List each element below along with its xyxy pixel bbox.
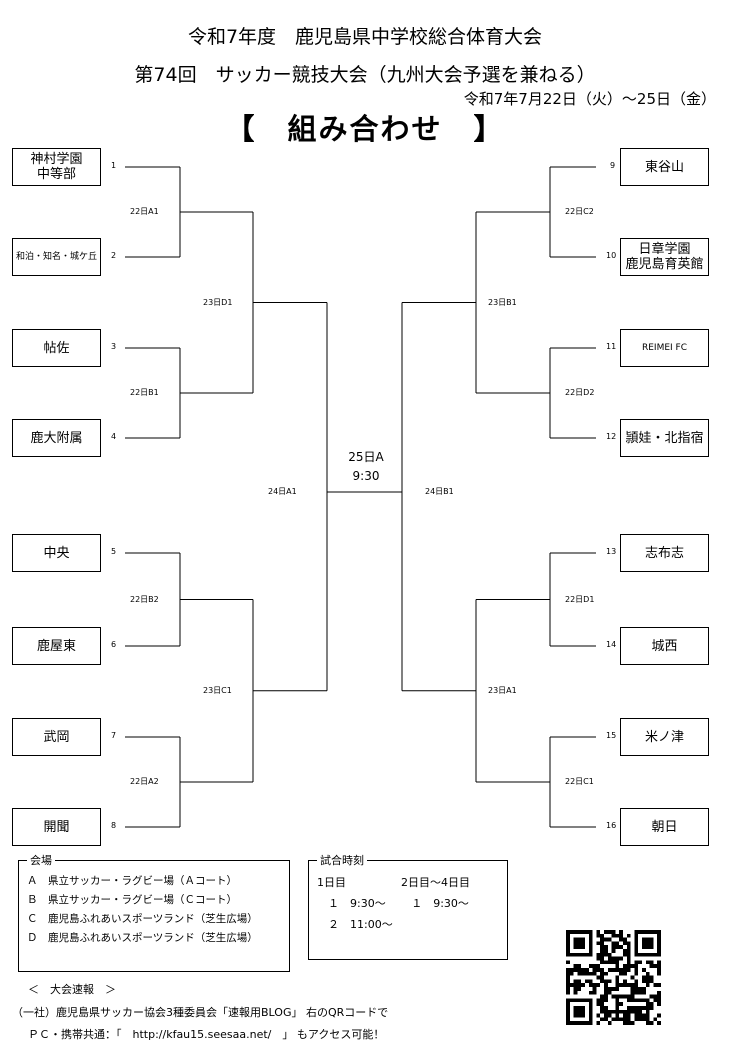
bracket-lines [125,166,596,828]
qr-code[interactable] [566,930,661,1025]
match-label: 22日C1 [565,777,594,786]
final-date: 25日A [348,450,384,464]
team-box: 神村学園 中等部 [12,148,101,186]
schedule-box: 試合時刻 1日目 2日目～4日目 １ 9:30～ １ 9:30～ ２ 11:00… [308,852,508,960]
team-box: 鹿屋東 [12,627,101,665]
seed-number: 13 [606,547,617,556]
match-label: 22日B1 [130,388,159,397]
match-label: 22日A2 [130,777,159,786]
team-box: 和泊・知名・城ケ丘 [12,238,101,276]
venue-a: Ａ 県立サッカー・ラグビー場（Ａコート） [27,875,237,887]
team-box: REIMEI FC [620,329,709,367]
venue-d: Ｄ 鹿児島ふれあいスポーツランド（芝生広場） [27,932,258,944]
match-label: 23日C1 [203,685,232,695]
team-box: 帖佐 [12,329,101,367]
bracket-heading: 【 組み合わせ 】 [225,112,505,146]
venue-b: Ｂ 県立サッカー・ラグビー場（Ｃコート） [27,894,237,906]
seed-number: 16 [606,821,617,830]
match-label: 23日A1 [488,685,517,695]
team-box: 城西 [620,627,709,665]
venue-legend: 会場 [30,854,52,867]
match-label: 22日B2 [130,594,159,604]
team-box: 日章学園 鹿児島育英館 [620,238,709,276]
schedule-times: 1日目 2日目～4日目 １ 9:30～ １ 9:30～ ２ 11:00～ [317,876,470,931]
tournament-dates: 令和7年7月22日（火）～25日（金） [463,90,716,108]
team-box: 米ノ津 [620,718,709,756]
match-label: 23日B1 [488,297,517,307]
match-label: 22日D1 [565,594,595,604]
seed-number: 7 [111,731,117,740]
seed-number: 4 [111,432,117,441]
team-box: 志布志 [620,534,709,572]
seed-number: 3 [111,342,117,351]
seed-number: 11 [606,342,617,351]
match-label: 22日A1 [130,207,159,216]
team-box: 朝日 [620,808,709,846]
seed-number: 2 [111,251,117,260]
team-box: 中央 [12,534,101,572]
seed-number: 9 [610,161,616,170]
team-box: 開聞 [12,808,101,846]
match-label: 22日D2 [565,388,595,397]
team-box: 頴娃・北指宿 [620,419,709,457]
schedule-legend: 試合時刻 [320,854,364,867]
venue-box: 会場 Ａ 県立サッカー・ラグビー場（Ａコート） Ｂ 県立サッカー・ラグビー場（Ｃ… [18,852,290,972]
seed-number: 6 [111,640,117,649]
team-box: 武岡 [12,718,101,756]
news-heading: ＜ 大会速報 ＞ [28,983,116,996]
seed-number: 10 [606,251,617,260]
seed-number: 15 [606,731,617,740]
seed-number: 14 [606,640,617,649]
match-label: 23日D1 [203,297,233,307]
seed-number: 5 [111,547,117,556]
team-box: 東谷山 [620,148,709,186]
match-label: 22日C2 [565,207,594,216]
tournament-title: 令和7年度 鹿児島県中学校総合体育大会 [187,26,543,48]
match-label: 24日B1 [425,487,454,496]
final-match: 25日A 9:30 [339,448,393,486]
team-box: 鹿大附属 [12,419,101,457]
seed-number: 8 [111,821,117,830]
final-time: 9:30 [352,469,380,483]
competition-subtitle: 第74回 サッカー競技大会（九州大会予選を兼ねる） [134,64,596,86]
news-url-note[interactable]: ＰＣ・携帯共通：「 http://kfau15.seesaa.net/ 」 もア… [28,1028,385,1041]
seed-number: 1 [111,161,117,170]
news-blog-note: （一社）鹿児島県サッカー協会3種委員会「速報用BLOG」 右のQRコードで [12,1006,389,1019]
venue-c: Ｃ 鹿児島ふれあいスポーツランド（芝生広場） [27,913,258,925]
seed-number: 12 [606,432,617,441]
match-label: 24日A1 [268,487,297,496]
